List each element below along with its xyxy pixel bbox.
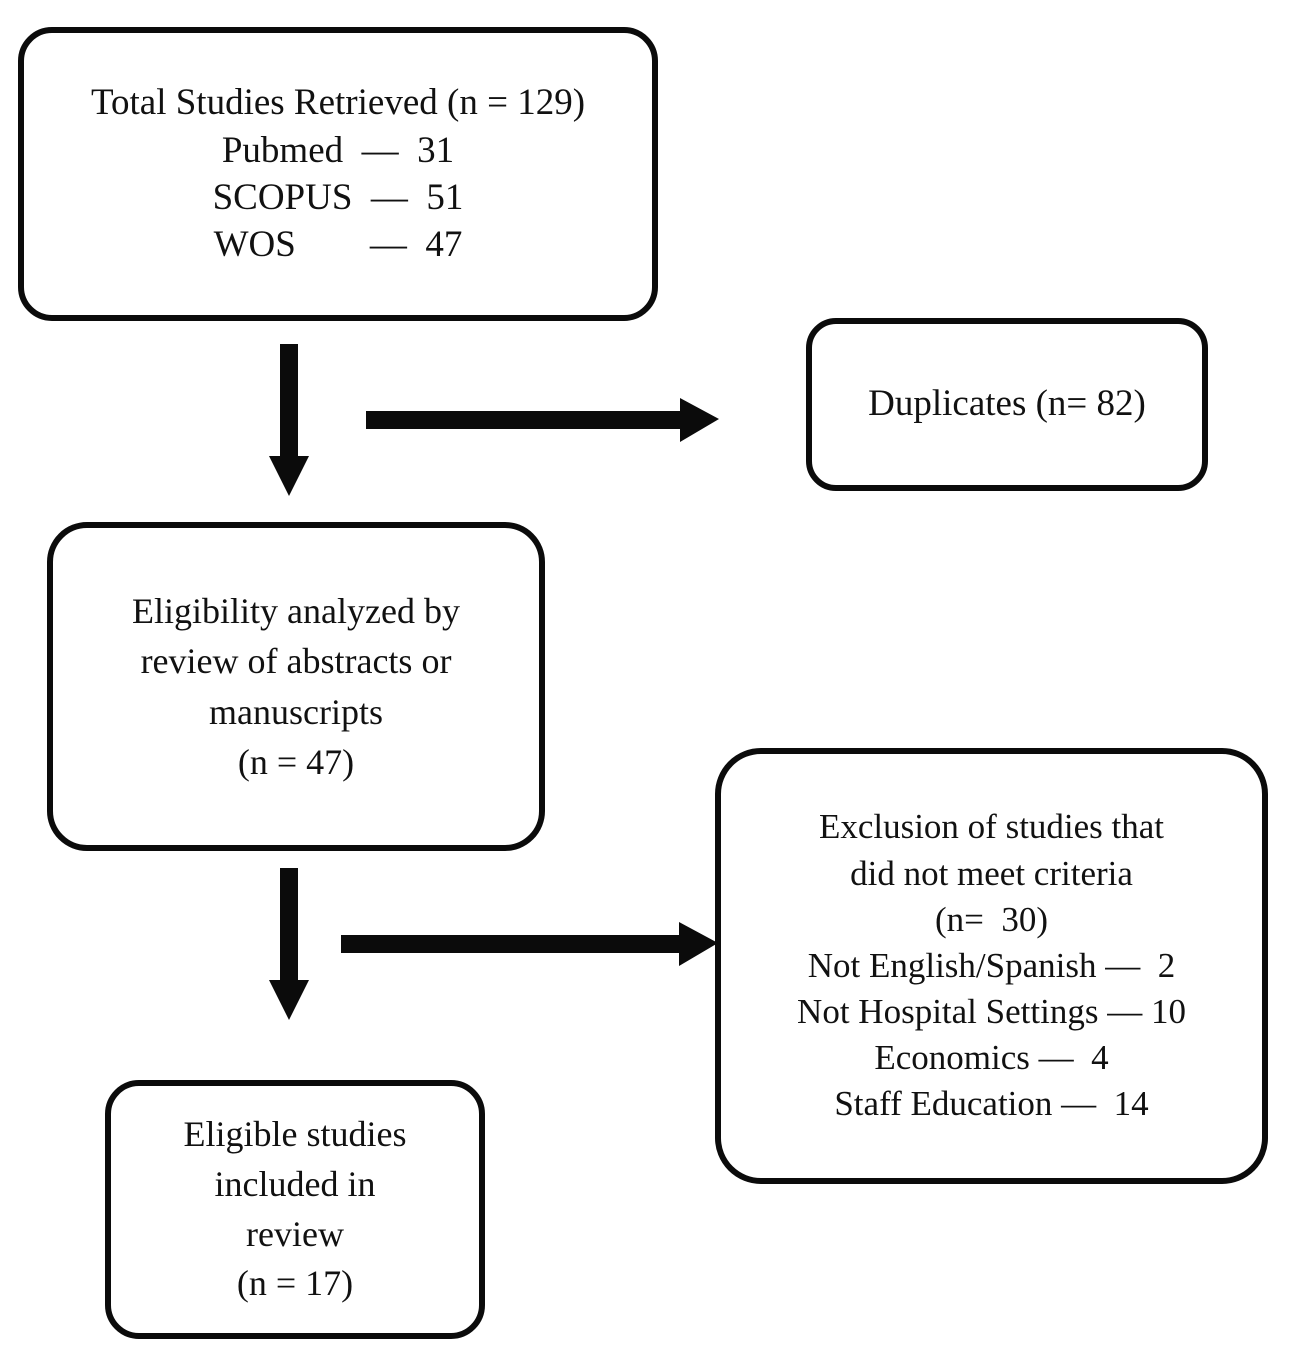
box-total-studies-line-1: Total Studies Retrieved (n = 129) — [90, 82, 586, 124]
box-eligibility-line-4: (n = 47) — [237, 741, 355, 782]
box-eligible-studies-included: Eligible studies included in review (n =… — [105, 1080, 485, 1339]
box-exclusion-line-7: Staff Education — 14 — [834, 1084, 1149, 1124]
box-exclusion-of-studies: Exclusion of studies that did not meet c… — [715, 748, 1268, 1184]
box-exclusion-line-5: Not Hospital Settings — 10 — [797, 992, 1186, 1032]
arrow-right-sources-to-duplicates — [366, 398, 719, 442]
box-eligibility-line-1: Eligibility analyzed by — [132, 590, 460, 631]
box-eligibility-line-2: review of abstracts or — [140, 641, 452, 682]
box-exclusion-line-3: (n= 30) — [934, 899, 1049, 939]
box-included-line-4: (n = 17) — [236, 1263, 354, 1304]
box-total-studies-line-4: WOS — 47 — [213, 224, 463, 266]
box-exclusion-line-6: Economics — 4 — [874, 1038, 1109, 1078]
arrow-down-sources-to-eligibility — [269, 344, 309, 496]
arrow-down-eligibility-to-included — [269, 868, 309, 1020]
box-exclusion-line-4: Not English/Spanish — 2 — [807, 945, 1176, 985]
box-eligibility-line-3: manuscripts — [209, 691, 383, 732]
box-total-studies-retrieved: Total Studies Retrieved (n = 129) Pubmed… — [18, 27, 658, 321]
box-total-studies-line-3: SCOPUS — 51 — [212, 177, 464, 218]
box-included-line-2: included in — [214, 1163, 376, 1204]
box-included-line-1: Eligible studies — [183, 1114, 407, 1155]
arrow-right-eligibility-to-exclusion — [341, 922, 718, 966]
box-eligibility-analyzed: Eligibility analyzed by review of abstra… — [47, 522, 545, 851]
box-exclusion-line-2: did not meet criteria — [850, 853, 1133, 893]
box-duplicates: Duplicates (n= 82) — [806, 318, 1208, 491]
box-exclusion-line-1: Exclusion of studies that — [818, 807, 1165, 847]
box-total-studies-line-2: Pubmed — 31 — [221, 129, 455, 171]
box-included-line-3: review — [246, 1213, 344, 1254]
box-duplicates-line-1: Duplicates (n= 82) — [868, 383, 1146, 425]
